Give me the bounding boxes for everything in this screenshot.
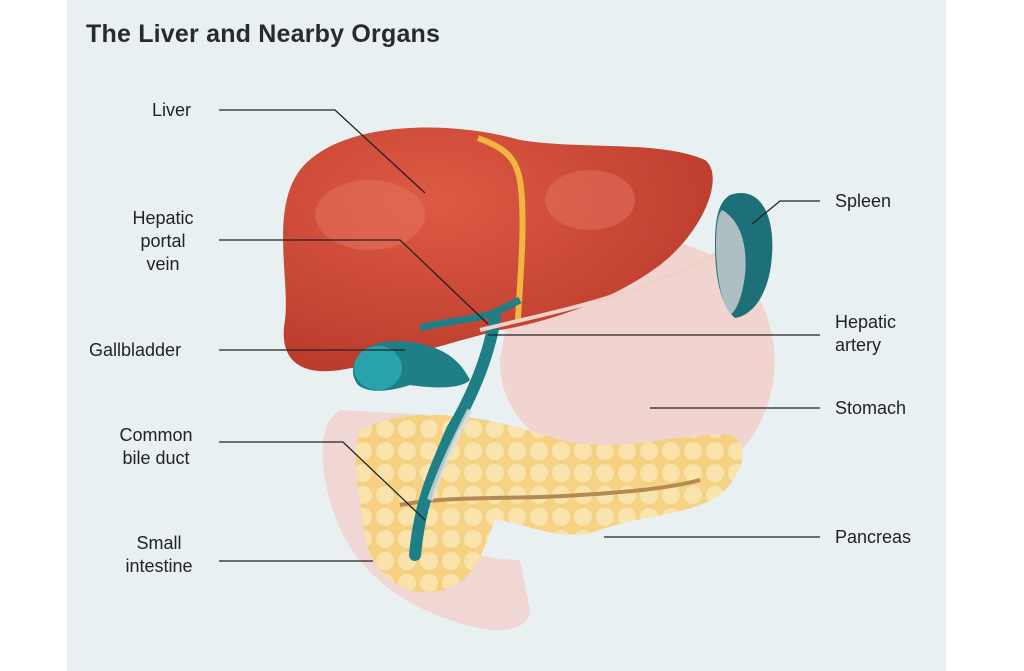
falciform-ligament [476, 135, 526, 321]
liver-highlight [315, 180, 425, 250]
label-spleen: Spleen [835, 191, 892, 211]
gallbladder-highlight [354, 346, 402, 390]
label-liver: Liver [152, 100, 192, 120]
pancreas-shape [355, 414, 743, 593]
hepatic-portal-vein [419, 296, 522, 332]
label-small-intestine: Small intestine [125, 533, 193, 576]
label-pancreas: Pancreas [835, 527, 912, 547]
page-title: The Liver and Nearby Organs [86, 20, 441, 48]
label-gallbladder: Gallbladder [89, 340, 182, 360]
liver-shape [283, 127, 713, 372]
liver-highlight [545, 170, 635, 230]
pancreatic-duct [399, 478, 701, 507]
label-common-bile-duct: Common bile duct [119, 425, 193, 468]
label-stomach: Stomach [835, 398, 907, 418]
leader-lines [219, 109, 820, 562]
label-hepatic-portal-vein: Hepatic portal vein [132, 208, 194, 274]
bile-duct-inner [427, 408, 473, 501]
spleen-highlight [716, 210, 746, 315]
common-bile-duct-shape [409, 312, 501, 561]
label-hepatic-artery: Hepatic artery [835, 312, 897, 355]
hepatic-artery-shape [479, 238, 742, 332]
